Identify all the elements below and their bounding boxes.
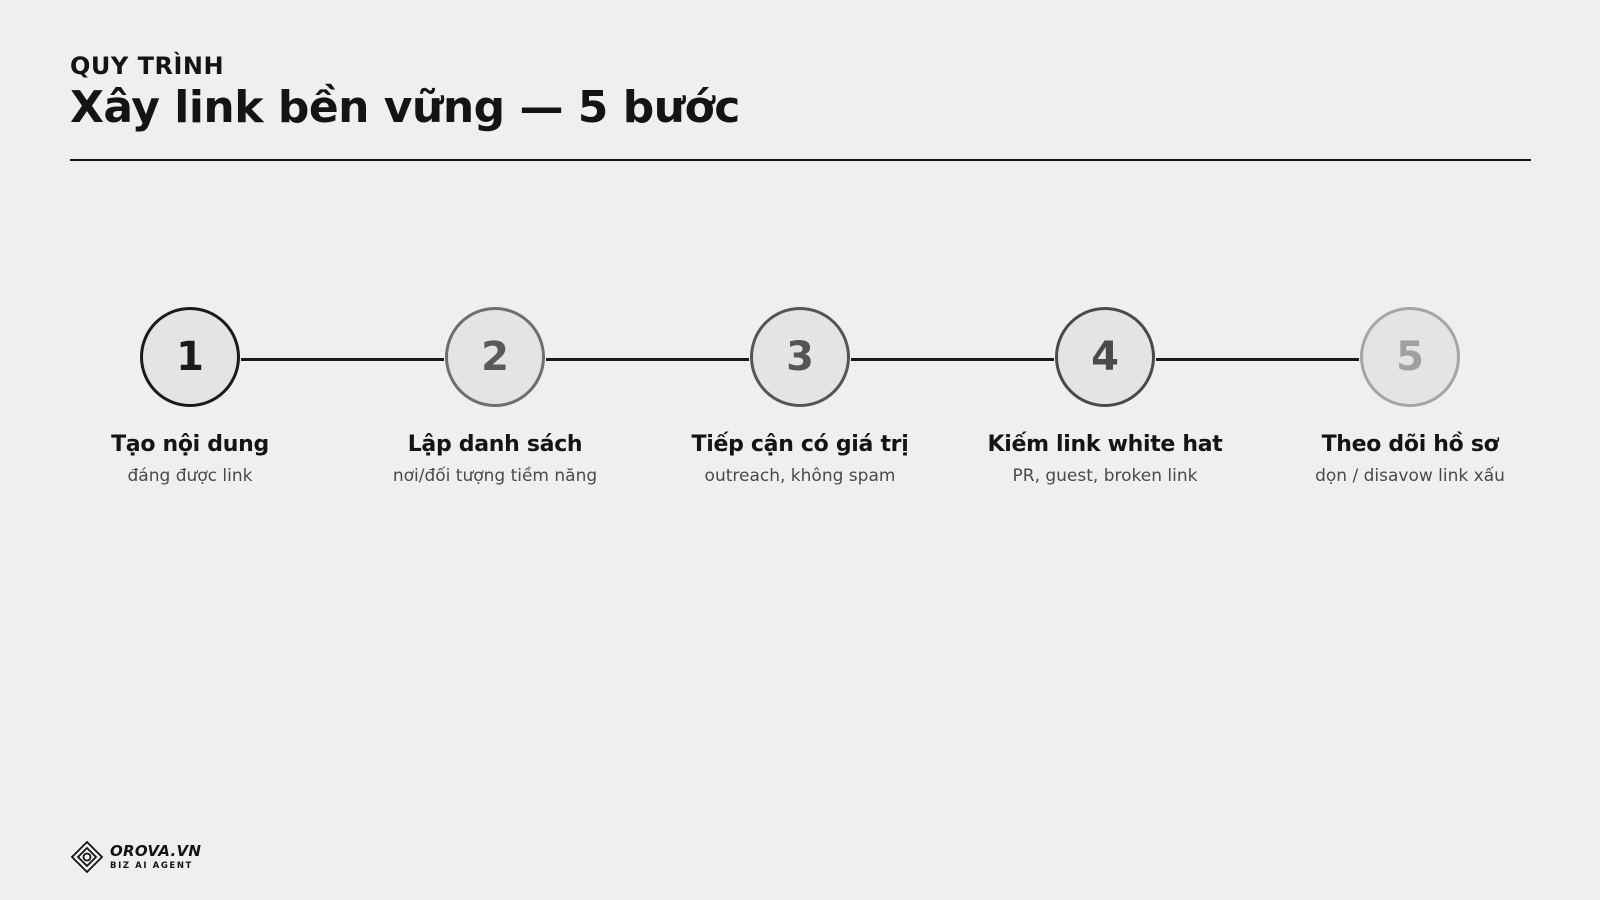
step-number-circle: 2	[445, 307, 545, 407]
step-number-circle: 3	[750, 307, 850, 407]
step-number-circle: 5	[1360, 307, 1460, 407]
step-subtitle: đáng được link	[127, 466, 253, 486]
step-title: Tiếp cận có giá trị	[691, 432, 909, 457]
step-subtitle: outreach, không spam	[704, 466, 896, 486]
step-title: Theo dõi hồ sơ	[1321, 432, 1499, 457]
step-connector	[546, 358, 749, 361]
logo-name: OROVA.VN	[110, 841, 202, 860]
logo-tagline: BIZ AI AGENT	[110, 860, 193, 871]
step-connector	[241, 358, 444, 361]
step-title: Tạo nội dung	[111, 432, 269, 457]
orova-logo-icon	[70, 840, 104, 874]
step-subtitle: dọn / disavow link xấu	[1315, 466, 1505, 486]
step-subtitle: nơi/đối tượng tiềm năng	[392, 466, 598, 486]
step-connector	[1156, 358, 1359, 361]
title-divider	[70, 159, 1531, 161]
step-number-circle: 4	[1055, 307, 1155, 407]
page-title: Xây link bền vững — 5 bước	[70, 82, 740, 133]
section-eyebrow: QUY TRÌNH	[70, 52, 225, 80]
brand-logo: OROVA.VN BIZ AI AGENT	[70, 840, 201, 874]
step-title: Lập danh sách	[407, 432, 583, 457]
step-subtitle: PR, guest, broken link	[1012, 466, 1198, 486]
step-connector	[851, 358, 1054, 361]
step-number-circle: 1	[140, 307, 240, 407]
step-title: Kiếm link white hat	[987, 432, 1223, 457]
